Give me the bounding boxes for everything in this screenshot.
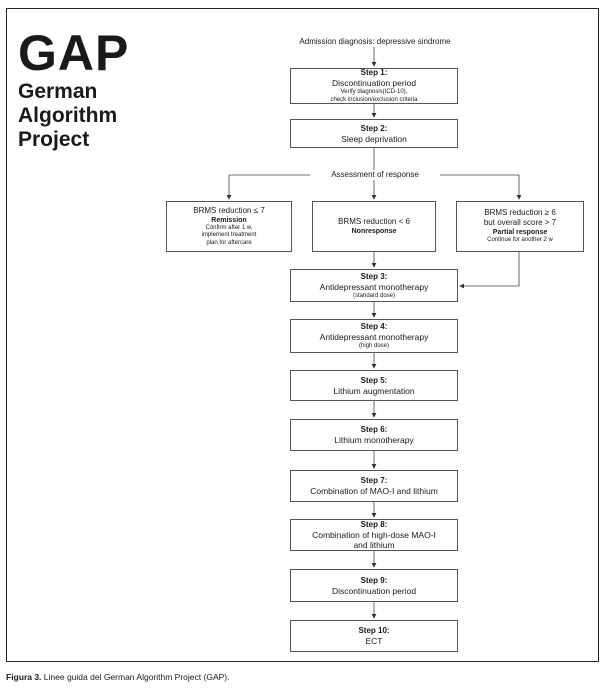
step-2-desc: Sleep deprivation — [341, 133, 407, 144]
step-7-title: Step 7: — [360, 476, 388, 485]
step-6-title: Step 6: — [360, 425, 388, 434]
step-3-note: (standard dose) — [352, 292, 396, 299]
project-title-line-1: German — [18, 80, 98, 103]
step-6-box: Step 6: Lithium monotherapy — [290, 419, 458, 451]
step-1-title: Step 1: — [360, 68, 388, 77]
remission-box: BRMS reduction ≤ 7 Remission Confirm aft… — [166, 201, 292, 252]
step-2-title: Step 2: — [360, 123, 388, 133]
remission-note-3: plan for aftercare — [206, 239, 252, 246]
step-5-box: Step 5: Lithium augmentation — [290, 370, 458, 401]
caption-text: Linee guida del German Algorithm Project… — [41, 672, 230, 682]
step-1-box: Step 1: Discontinuation period Verify di… — [290, 68, 458, 104]
nonresponse-label: Nonresponse — [351, 228, 397, 235]
step-8-box: Step 8: Combination of high-dose MAO-I a… — [290, 519, 458, 551]
gap-acronym: GAP — [18, 25, 130, 81]
figure-frame — [6, 8, 599, 662]
remission-label: Remission — [211, 216, 247, 224]
step-4-note: (high dose) — [358, 343, 390, 349]
step-7-box: Step 7: Combination of MAO-I and lithium — [290, 470, 458, 502]
admission-diagnosis: Admission diagnosis: depressive sindrome — [299, 37, 451, 46]
step-5-desc: Lithium augmentation — [333, 385, 415, 396]
project-title-line-3: Project — [18, 128, 90, 151]
remission-criterion: BRMS reduction ≤ 7 — [193, 205, 265, 215]
step-2-box: Step 2: Sleep deprivation — [290, 119, 458, 148]
arrow-partial-step3 — [459, 252, 520, 289]
figure-caption: Figura 3. Linee guida del German Algorit… — [6, 672, 229, 682]
step-9-title: Step 9: — [360, 575, 388, 585]
nonresponse-box: BRMS reduction < 6 Nonresponse — [312, 201, 436, 252]
step-7-desc: Combination of MAO-I and lithium — [310, 486, 438, 496]
step-9-box: Step 9: Discontinuation period — [290, 569, 458, 602]
step-6-desc: Lithium monotherapy — [334, 435, 414, 445]
step-10-box: Step 10: ECT — [290, 620, 458, 652]
assessment-of-response: Assessment of response — [310, 170, 440, 179]
step-10-desc: ECT — [365, 636, 383, 646]
step-10-title: Step 10: — [358, 626, 390, 635]
step-4-title: Step 4: — [360, 322, 388, 331]
partial-criterion-1: BRMS reduction ≥ 6 — [484, 208, 556, 218]
step-4-desc: Antidepressant monotherapy — [319, 332, 429, 342]
step-8-desc-2: and lithium — [353, 540, 395, 550]
step-1-note-2: check inclusion/exclusion criteria — [330, 97, 418, 103]
partial-response-box: BRMS reduction ≥ 6 but overall score > 7… — [456, 201, 584, 252]
partial-criterion-2: but overall score > 7 — [483, 218, 557, 228]
remission-note-1: Confirm after 1 w, — [205, 224, 253, 231]
project-title-line-2: Algorithm — [18, 104, 118, 127]
project-title: German Algorithm Project — [18, 80, 117, 152]
step-1-note-1: Verify diagnosis(ICD-10), — [340, 89, 408, 95]
step-8-title: Step 8: — [360, 520, 388, 529]
step-9-desc: Discontinuation period — [331, 585, 417, 596]
step-4-box: Step 4: Antidepressant monotherapy (high… — [290, 319, 458, 353]
step-8-desc: Combination of high-dose MAO-I — [312, 530, 436, 540]
step-3-box: Step 3: Antidepressant monotherapy (stan… — [290, 269, 458, 302]
partial-response-label: Partial response — [492, 229, 548, 237]
step-3-title: Step 3: — [360, 271, 388, 281]
step-3-desc: Antidepressant monotherapy — [319, 281, 429, 292]
nonresponse-criterion: BRMS reduction < 6 — [338, 217, 410, 226]
step-1-desc: Discontinuation period — [331, 78, 417, 88]
partial-note: Continue for another 2 w — [487, 237, 553, 244]
remission-note-2: implement treatment — [201, 232, 257, 239]
caption-label: Figura 3. — [6, 672, 42, 682]
step-5-title: Step 5: — [360, 375, 388, 385]
